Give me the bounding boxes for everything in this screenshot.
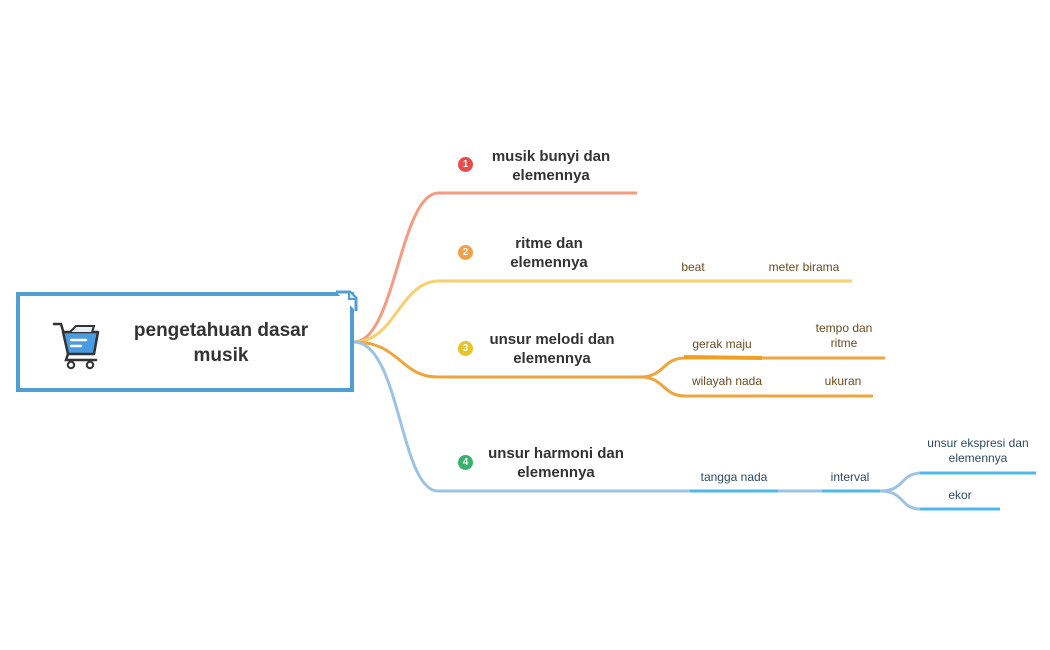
subtopic-tempo-dan-ritme[interactable]: tempo dan ritme <box>815 321 873 350</box>
topic-2-label[interactable]: ritme dan elemennya <box>510 235 588 271</box>
branch-3-lower-connector <box>639 375 873 398</box>
branch-2-connector <box>353 279 852 344</box>
shopping-cart-icon <box>52 322 100 370</box>
subtopic-ekor[interactable]: ekor <box>948 488 972 502</box>
folded-corner-icon <box>336 290 358 311</box>
subtopic-ukuran[interactable]: ukuran <box>824 374 862 388</box>
subtopic-interval[interactable]: interval <box>830 470 870 484</box>
topic-4-label[interactable]: unsur harmoni dan elemennya <box>488 445 624 481</box>
subtopic-meter-birama[interactable]: meter birama <box>768 260 840 274</box>
central-topic-title[interactable]: pengetahuan dasar musik <box>133 320 309 366</box>
branch-4-connector <box>353 340 880 493</box>
topic-4-number-badge: 4 <box>458 455 473 470</box>
topic-2-number-badge: 2 <box>458 245 473 260</box>
gerak-maju-accent <box>683 355 763 360</box>
branch-4-lower-connector <box>879 489 1000 511</box>
subtopic-gerak-maju[interactable]: gerak maju <box>692 337 752 351</box>
topic-1-number-badge: 1 <box>458 157 473 172</box>
branch-1-connector <box>353 191 637 344</box>
topic-3-label[interactable]: unsur melodi dan elemennya <box>489 331 615 367</box>
subtopic-tangga-nada[interactable]: tangga nada <box>700 470 768 484</box>
subtopic-beat[interactable]: beat <box>681 260 705 274</box>
subtopic-wilayah-nada[interactable]: wilayah nada <box>691 374 763 388</box>
topic-1-label[interactable]: musik bunyi dan elemennya <box>491 148 611 184</box>
subtopic-unsur-ekspresi[interactable]: unsur ekspresi dan elemennya <box>927 436 1029 465</box>
topic-3-number-badge: 3 <box>458 341 473 356</box>
branch-3-connector <box>353 340 640 379</box>
